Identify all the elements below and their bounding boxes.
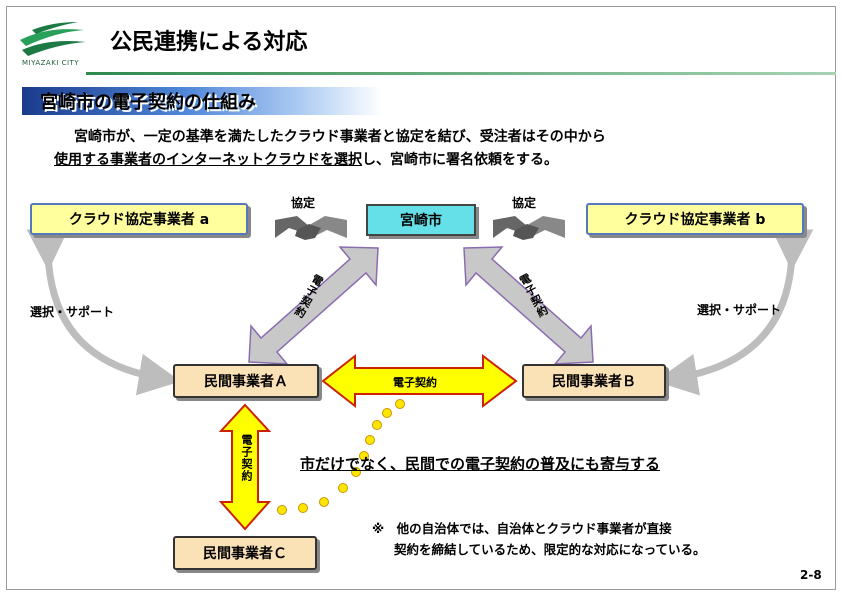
dotted-connector	[277, 399, 405, 515]
intro-line-1: 宮崎市が、一定の基準を満たしたクラウド事業者と協定を結び、受注者はその中から	[74, 129, 606, 145]
e-contract-arrow-a-b	[321, 353, 518, 409]
e-contract-arrow-a-c	[218, 403, 272, 531]
node-city: 宮崎市	[366, 204, 476, 236]
intro-line-2-underlined: 使用する事業者のインターネットクラウドを選択	[54, 152, 362, 168]
slide-frame	[6, 6, 836, 590]
select-support-label-left: 選択・サポート	[30, 305, 115, 319]
note-line-1: ※ 他の自治体では、自治体とクラウド事業者が直接	[372, 521, 672, 536]
section-banner	[22, 87, 382, 115]
select-support-arrow-left	[26, 228, 181, 396]
node-business-a: 民間事業者Ａ	[173, 364, 319, 398]
select-support-arrow-right	[655, 228, 814, 396]
node-cloud-b: クラウド協定事業者 b	[586, 203, 804, 235]
handshake-icon	[275, 216, 347, 240]
node-business-c: 民間事業者Ｃ	[173, 536, 317, 570]
slogan: 市だけでなく、民間での電子契約の普及にも寄与する	[300, 455, 661, 473]
section-title: 宮崎市の電子契約の仕組み	[40, 92, 256, 113]
header-rule	[86, 72, 836, 75]
agreement-label-left: 協定	[291, 196, 316, 210]
agreement-label-right: 協定	[512, 196, 537, 210]
intro-line-2-rest: し、宮崎市に署名依頼をする。	[362, 152, 558, 168]
logo-text: MIYAZAKI CITY	[22, 59, 80, 67]
select-support-label-right: 選択・サポート	[697, 303, 782, 317]
page-title: 公民連携による対応	[110, 30, 308, 55]
note-line-2: 契約を締結しているため、限定的な対応になっている。	[394, 542, 706, 557]
e-contract-arrow-city-b	[463, 246, 594, 365]
e-contract-label-a-b: 電子契約	[393, 376, 437, 389]
intro-line-2: 使用する事業者のインターネットクラウドを選択し、宮崎市に署名依頼をする。	[54, 149, 558, 169]
node-business-b: 民間事業者Ｂ	[522, 364, 666, 398]
section-title-shadow: 宮崎市の電子契約の仕組み	[42, 94, 258, 115]
handshake-icon	[493, 216, 565, 240]
e-contract-label-a-c: 電子契約	[240, 434, 253, 482]
city-logo	[20, 22, 86, 56]
page-number: 2-8	[800, 568, 822, 582]
e-contract-arrow-city-a	[248, 246, 379, 365]
node-cloud-a: クラウド協定事業者 a	[30, 203, 248, 235]
